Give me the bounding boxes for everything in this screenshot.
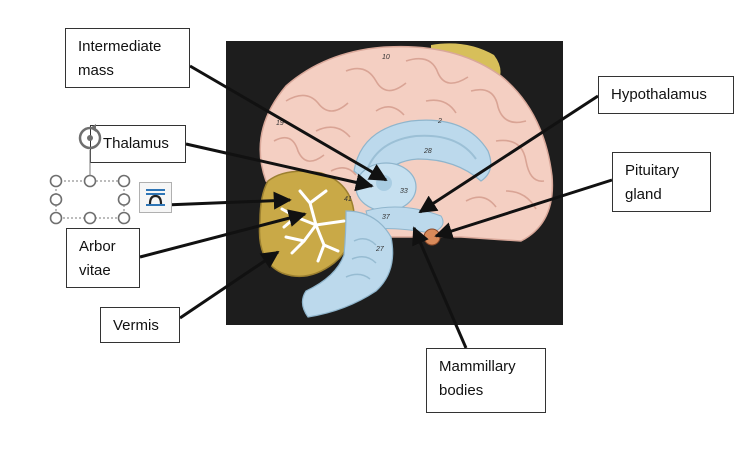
resize-handle-left[interactable]	[49, 193, 63, 206]
brain-model-photo: 10 19 2 28 33 37 41 27	[226, 41, 563, 325]
label-line: Pituitary	[625, 162, 680, 179]
label-vermis[interactable]: Vermis	[100, 307, 180, 343]
label-hypothalamus[interactable]: Hypothalamus	[598, 76, 734, 114]
selection-border	[55, 180, 125, 219]
model-number: 41	[344, 196, 352, 203]
pons-lines	[345, 238, 377, 280]
label-line: Arbor	[79, 238, 116, 255]
resize-handle-top-left[interactable]	[49, 174, 63, 188]
model-number: 19	[276, 120, 284, 127]
pituitary-region	[423, 228, 441, 246]
model-number: 27	[375, 246, 385, 253]
label-line: vitae	[79, 262, 111, 279]
model-number: 2	[437, 118, 442, 125]
label-line: Mammillary	[439, 358, 516, 375]
label-thalamus[interactable]: Thalamus	[90, 125, 186, 163]
label-line: bodies	[439, 382, 484, 399]
model-number: 28	[423, 148, 432, 155]
layout-options-button[interactable]	[139, 182, 172, 213]
intermediate-mass-region	[376, 175, 392, 191]
resize-handle-top-right[interactable]	[117, 174, 131, 188]
label-arbor-vitae[interactable]: Arbor vitae	[66, 228, 140, 288]
label-intermediate-mass[interactable]: Intermediate mass	[65, 28, 190, 88]
model-number: 33	[400, 188, 408, 195]
brainstem	[301, 210, 394, 318]
label-line: gland	[625, 186, 662, 203]
label-line: Hypothalamus	[611, 86, 707, 103]
resize-handle-bottom-left[interactable]	[49, 211, 63, 225]
label-line: Thalamus	[103, 135, 169, 152]
resize-handle-bottom-right[interactable]	[117, 211, 131, 225]
label-line: mass	[78, 62, 114, 79]
resize-handle-bottom[interactable]	[83, 211, 97, 225]
label-line: Vermis	[113, 317, 159, 334]
model-number: 10	[382, 54, 390, 61]
label-pituitary-gland[interactable]: Pituitary gland	[612, 152, 711, 212]
resize-handle-top[interactable]	[83, 174, 97, 188]
model-number: 37	[382, 214, 391, 221]
label-mammillary-bodies[interactable]: Mammillary bodies	[426, 348, 546, 413]
label-line: Intermediate	[78, 38, 162, 55]
layout-options-icon	[146, 189, 165, 206]
resize-handle-right[interactable]	[117, 193, 131, 206]
